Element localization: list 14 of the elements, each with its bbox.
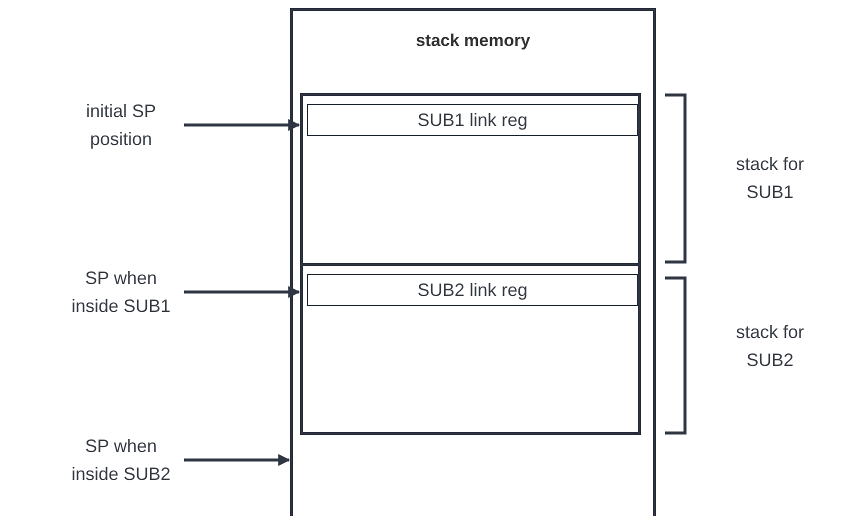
pointer-label: SP when inside SUB1 xyxy=(62,264,180,320)
memory-title: stack memory xyxy=(416,31,530,51)
arrow xyxy=(184,454,290,466)
pointer-label: SP when inside SUB2 xyxy=(62,432,180,488)
arrow xyxy=(184,286,300,298)
stack-frame xyxy=(300,93,641,266)
pointer-label: initial SP position xyxy=(62,97,180,153)
stack-caption: stack for SUB1 xyxy=(734,153,806,204)
stack-frame xyxy=(300,263,641,435)
arrow xyxy=(184,119,300,131)
register-slot: SUB2 link reg xyxy=(307,274,638,306)
stack-caption: stack for SUB2 xyxy=(734,321,806,372)
register-slot: SUB1 link reg xyxy=(307,104,638,136)
memory-block xyxy=(290,8,656,516)
